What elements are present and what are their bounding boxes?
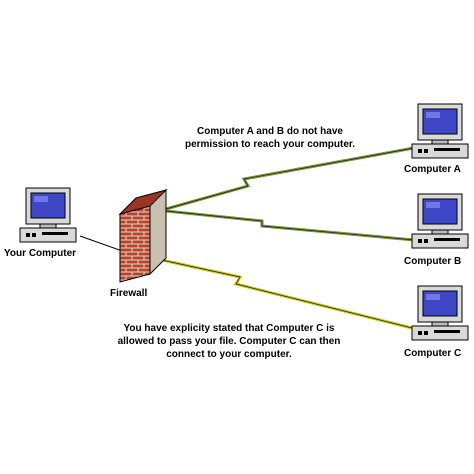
computer-a-icon [411,103,469,159]
blocked-note: Computer A and B do not have permission … [184,126,356,150]
computer-b-icon [411,193,469,249]
computer-c-icon [411,285,469,341]
firewall-wall [118,188,168,283]
firewall-label: Firewall [110,288,148,299]
link-firewall-computer-a [165,146,415,211]
link-firewall-computer-c [156,257,413,330]
computer-a-label: Computer A [404,164,461,175]
computer-b-label: Computer B [404,256,462,267]
your-computer-icon [19,187,77,243]
link-firewall-computer-b [165,209,415,242]
allowed-note: You have explicity stated that Computer … [117,323,341,360]
computer-c-label: Computer C [404,348,462,359]
your-computer-label: Your Computer [4,248,77,259]
